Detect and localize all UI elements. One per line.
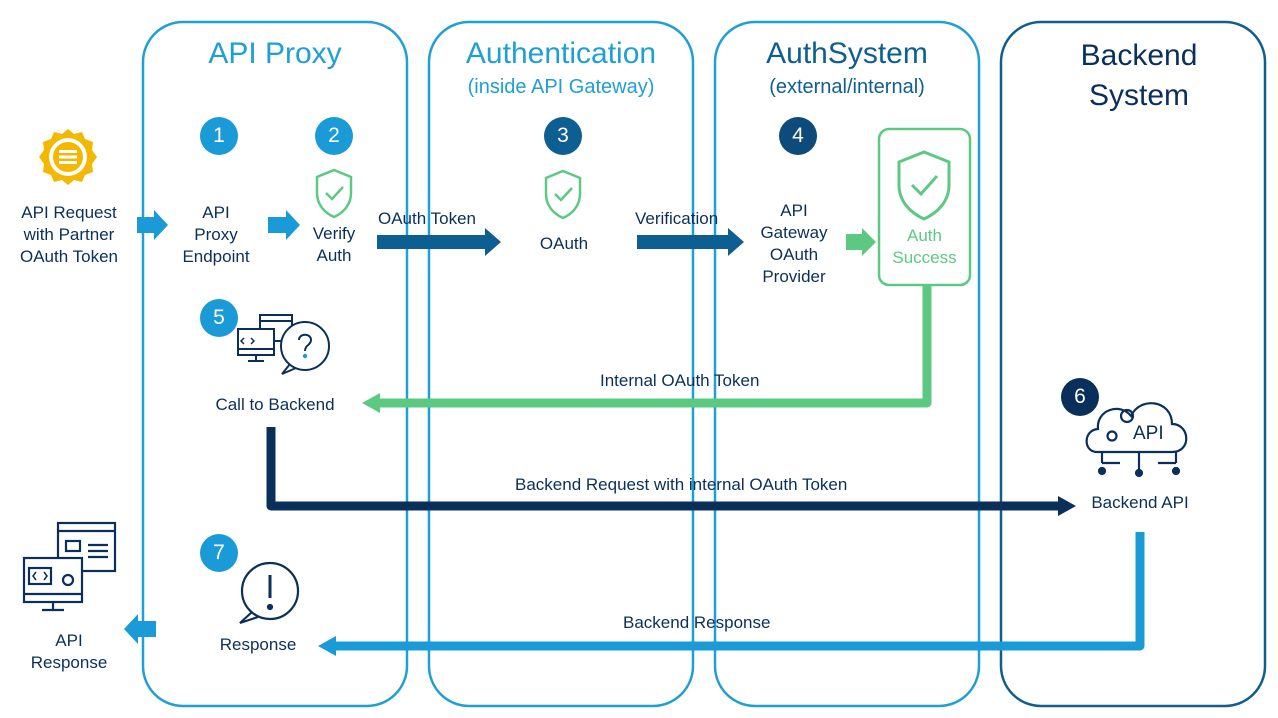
call-backend-label: Call to Backend <box>215 395 335 414</box>
lane-api-proxy <box>141 20 409 708</box>
api-request-line3: OAuth Token <box>20 247 118 266</box>
api-response-label: API Response <box>14 630 124 674</box>
response-label: Response <box>219 635 297 654</box>
lane-backend <box>999 20 1267 708</box>
step-badge-5: 5 <box>200 299 238 337</box>
lane-title-backend-line2: System <box>1088 79 1190 112</box>
step-badge-2: 2 <box>315 117 353 155</box>
step-badge-7: 7 <box>200 534 238 572</box>
shield-check-icon <box>544 169 582 220</box>
api-request-line2: with Partner <box>23 225 115 244</box>
connector-backend-request <box>266 427 1076 516</box>
flow-label-oauth-token: OAuth Token <box>378 209 476 228</box>
lane-title-backend-line1: Backend <box>1080 39 1198 72</box>
connector-internal-token <box>362 286 932 413</box>
step-badge-4: 4 <box>779 117 817 155</box>
lane-title-authsystem: AuthSystem <box>766 37 928 70</box>
auth-success-line1: Auth <box>907 226 942 245</box>
arrow-request-to-proxy <box>137 210 168 240</box>
arrow-provider-to-success <box>846 228 876 256</box>
speech-exclamation-icon <box>239 561 300 625</box>
step-badge-6: 6 <box>1061 378 1099 416</box>
api-request-label: API Request with Partner OAuth Token <box>4 202 134 268</box>
backend-api-label: Backend API <box>1091 493 1189 512</box>
auth-success-line2: Success <box>892 248 957 267</box>
step-badge-1: 1 <box>200 117 238 155</box>
lane-authsystem <box>713 20 981 708</box>
lane-subtitle-authentication: (inside API Gateway) <box>467 76 655 98</box>
verify-auth-line2: Auth <box>316 246 352 265</box>
oauth-label: OAuth <box>539 234 589 253</box>
verify-auth-line1: Verify <box>312 224 356 243</box>
gateway-provider-line2: Gateway <box>760 223 828 242</box>
badge-icon <box>39 129 97 185</box>
arrow-verification <box>637 228 744 256</box>
flow-label-backend-request: Backend Request with internal OAuth Toke… <box>515 475 848 494</box>
arrow-response-out <box>124 614 156 644</box>
arrow-oauth-token <box>377 228 501 256</box>
api-request-line1: API Request <box>21 203 117 222</box>
connector-backend-response <box>318 532 1145 656</box>
step-badge-3: 3 <box>544 117 582 155</box>
flow-label-backend-response: Backend Response <box>623 613 771 632</box>
proxy-endpoint-line3: Endpoint <box>182 247 250 266</box>
proxy-endpoint-line2: Proxy <box>194 225 238 244</box>
api-response-line1: API <box>55 631 83 650</box>
lane-title-authentication: Authentication <box>465 37 657 70</box>
shield-check-icon <box>315 168 353 219</box>
proxy-endpoint-line1: API <box>202 203 230 222</box>
verify-auth-label: Verify Auth <box>294 223 374 267</box>
api-response-line2: Response <box>30 653 108 672</box>
cloud-api-icon-text: API <box>1133 423 1164 444</box>
gateway-provider-line1: API <box>780 201 808 220</box>
gateway-provider-line3: OAuth <box>769 245 819 264</box>
flow-label-verification: Verification <box>635 209 719 228</box>
gateway-provider-line4: Provider <box>762 267 826 286</box>
flow-label-internal-token: Internal OAuth Token <box>600 371 760 390</box>
lane-authentication <box>427 20 695 708</box>
gateway-provider-label: API Gateway OAuth Provider <box>744 200 844 288</box>
lane-title-backend: Backend System <box>1001 36 1277 116</box>
auth-success-box <box>877 127 972 287</box>
lane-subtitle-authsystem: (external/internal) <box>769 76 925 98</box>
computer-code-icon <box>22 521 117 612</box>
lane-title-api-proxy: API Proxy <box>208 37 342 70</box>
cloud-api-icon <box>1085 402 1188 478</box>
shield-check-icon <box>897 150 951 221</box>
auth-success-label: Auth Success <box>879 225 970 269</box>
computer-question-icon <box>237 314 330 375</box>
proxy-endpoint-label: API Proxy Endpoint <box>166 202 266 268</box>
arrow-proxy-to-verify <box>268 210 300 240</box>
